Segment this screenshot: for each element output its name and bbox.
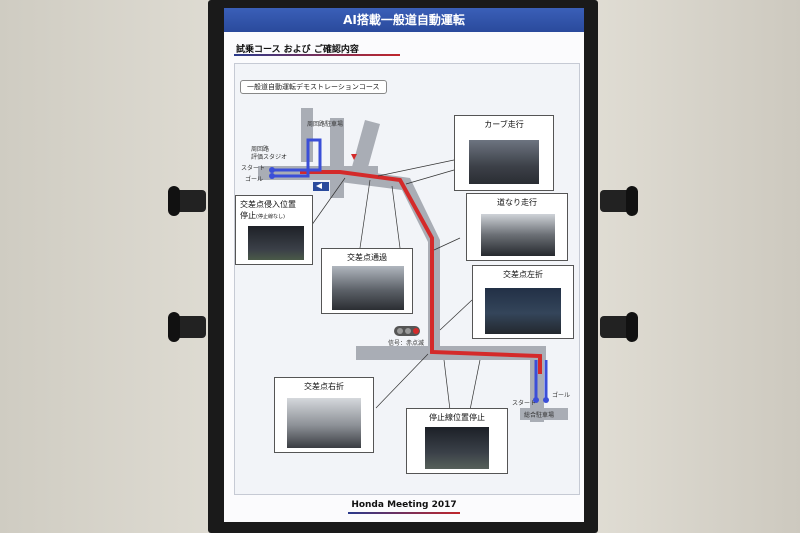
callout-curve: カーブ走行	[454, 115, 554, 191]
mount-bracket	[600, 312, 638, 342]
photo-road-follow	[481, 214, 555, 256]
callout-title-2: 停止(停止線なし)	[240, 211, 285, 220]
route-blue-end	[534, 360, 548, 398]
label-parking-bottom: 総合駐車場	[524, 412, 555, 419]
photo-intersection-pass	[332, 266, 404, 310]
callout-intersection-pass: 交差点通過	[321, 248, 413, 314]
photo-right-turn	[287, 398, 361, 448]
callout-left-turn: 交差点左折	[472, 265, 574, 339]
photo-intersection-entry	[248, 226, 304, 260]
label-start-right: スタート	[512, 400, 537, 407]
label-studio-2: 評価スタジオ	[251, 154, 288, 161]
course-label: 一般道自動運転デモストレーションコース	[240, 80, 387, 94]
callout-title: 道なり走行	[497, 198, 537, 207]
photo-stop-line	[425, 427, 489, 469]
mount-bracket	[600, 186, 638, 216]
callout-right-turn: 交差点右折	[274, 377, 374, 453]
callout-title: 停止線位置停止	[429, 413, 485, 422]
callout-stop-line: 停止線位置停止	[406, 408, 508, 474]
photo-curve	[469, 140, 539, 184]
route-red	[300, 170, 542, 374]
mount-bracket	[168, 312, 206, 342]
label-goal-right: ゴール	[552, 392, 571, 399]
callout-title: 交差点侵入位置	[240, 200, 296, 209]
callout-title: 交差点左折	[503, 270, 543, 279]
photo-left-turn	[485, 288, 561, 334]
label-studio-1: 周回路	[251, 146, 270, 153]
callout-road-follow: 道なり走行	[466, 193, 568, 261]
slide-subtitle: 試乗コース および ご確認内容	[236, 45, 359, 55]
callout-title: カーブ走行	[484, 120, 524, 129]
callout-intersection-entry: 交差点侵入位置 停止(停止線なし)	[235, 195, 313, 265]
footer-underline	[348, 512, 460, 514]
slide-title: AI搭載一般道自動運転	[224, 8, 584, 32]
subtitle-underline	[234, 54, 400, 56]
label-parking-top: 周回路駐車場	[307, 121, 344, 128]
label-signal: 信号：赤点滅	[388, 340, 425, 347]
course-map	[258, 108, 568, 422]
label-goal-left: ゴール	[245, 176, 264, 183]
label-start-left: スタート	[241, 165, 266, 172]
callout-title: 交差点通過	[347, 253, 387, 262]
mount-bracket	[168, 186, 206, 216]
route-blue-start	[272, 138, 322, 178]
callout-title: 交差点右折	[304, 382, 344, 391]
slide-footer: Honda Meeting 2017	[351, 500, 457, 510]
